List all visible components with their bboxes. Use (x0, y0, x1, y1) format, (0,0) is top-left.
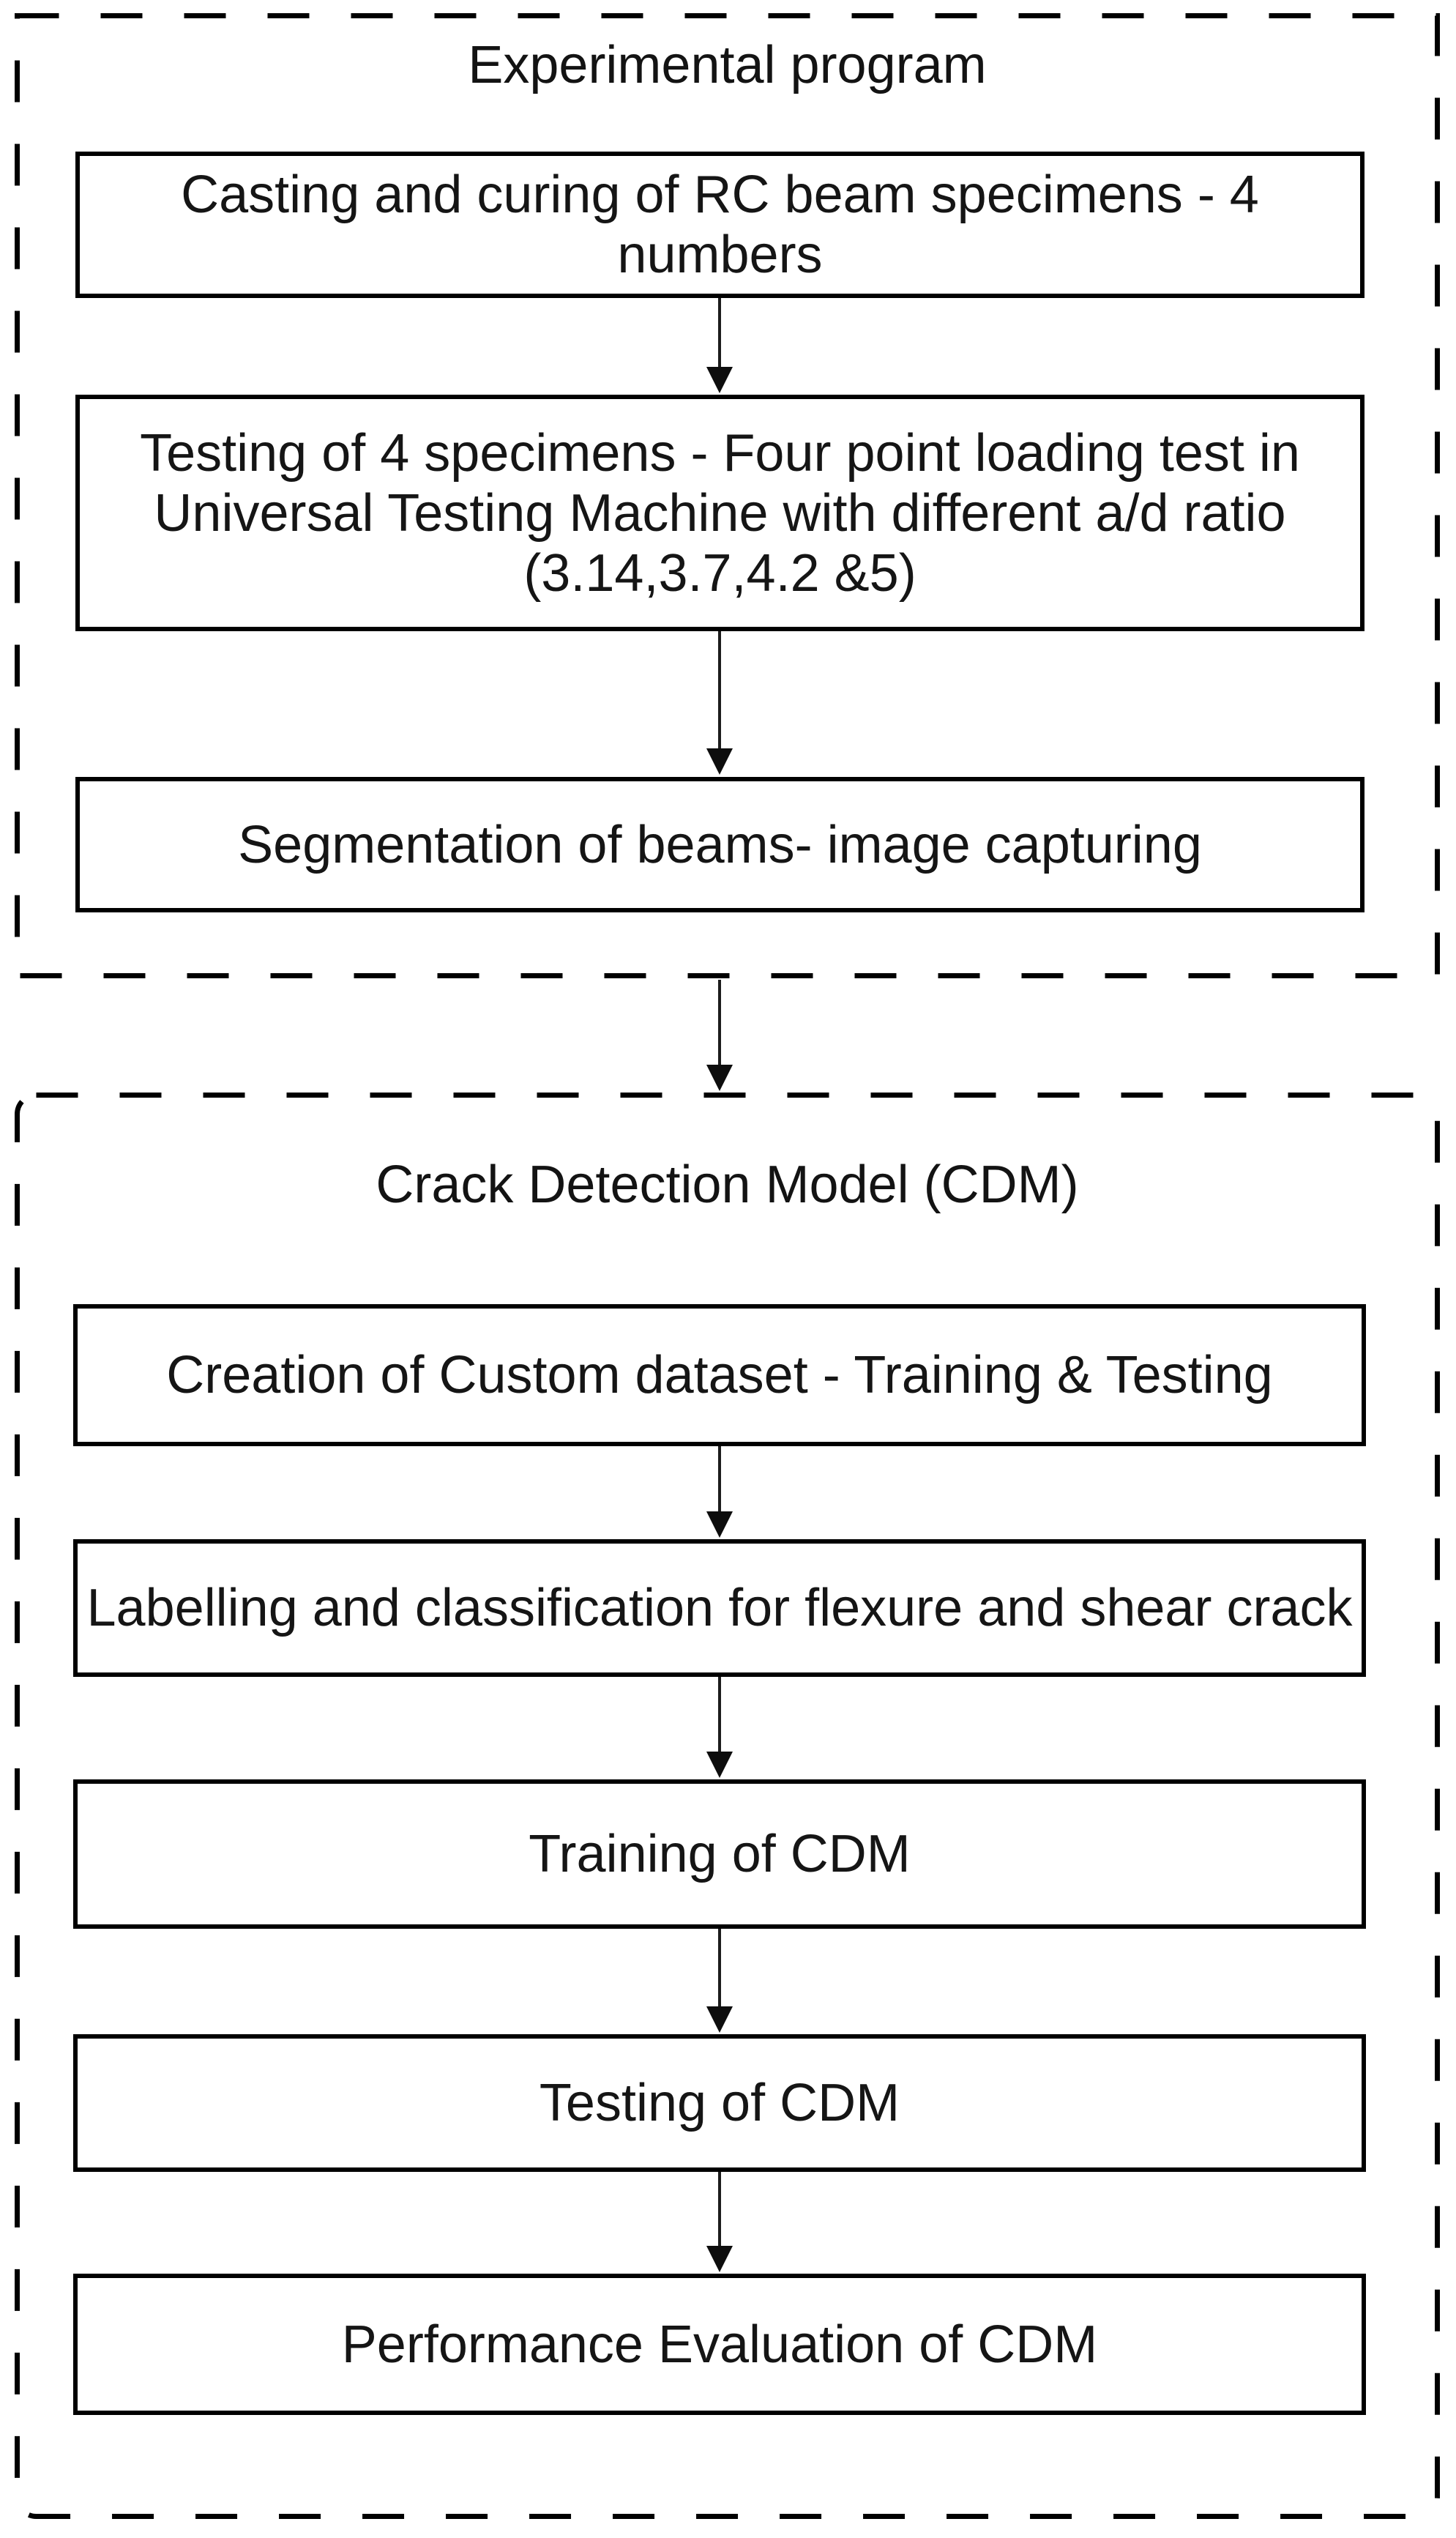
flow-box-crack-labelling: Labelling and classification for flexure… (73, 1539, 1366, 1677)
group-title-cdm: Crack Detection Model (CDM) (376, 1156, 1079, 1214)
flow-box-dataset-creation: Creation of Custom dataset - Training & … (73, 1304, 1366, 1446)
flow-box-cdm-testing: Testing of CDM (73, 2034, 1366, 2172)
cdm-group: Crack Detection Model (CDM) Creation of … (15, 1093, 1440, 2519)
down-arrow-connector (706, 1446, 733, 1538)
down-arrow-connector (706, 1929, 733, 2033)
experimental-program-dashed-border (15, 13, 1440, 978)
flow-box-four-point-testing: Testing of 4 specimens - Four point load… (75, 395, 1364, 631)
down-arrow-connector (706, 631, 733, 775)
down-arrow-connector (706, 2172, 733, 2272)
down-arrow-connector (706, 1677, 733, 1778)
flow-box-beam-segmentation: Segmentation of beams- image capturing (75, 777, 1364, 912)
flow-box-cdm-evaluation: Performance Evaluation of CDM (73, 2274, 1366, 2415)
flow-box-cdm-training: Training of CDM (73, 1779, 1366, 1929)
down-arrow-connector (706, 980, 733, 1091)
experimental-program-group: Experimental program Casting and curing … (15, 13, 1440, 978)
flow-box-casting-curing: Casting and curing of RC beam specimens … (75, 152, 1364, 298)
cdm-dashed-border (15, 1093, 1440, 2519)
down-arrow-connector (706, 298, 733, 393)
group-title-experimental-program: Experimental program (468, 36, 987, 94)
